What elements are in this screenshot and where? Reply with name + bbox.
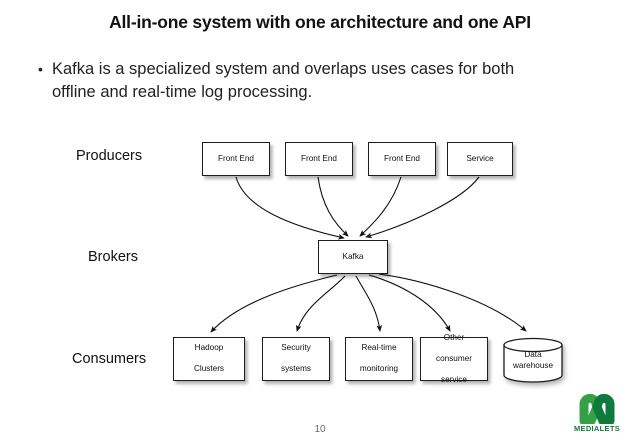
node-producer-front-end-2[interactable]: Front End bbox=[285, 142, 353, 176]
node-consumer-data-warehouse[interactable]: Data warehouse bbox=[503, 337, 563, 383]
node-label: Front End bbox=[301, 153, 337, 163]
node-label-line-2: monitoring bbox=[359, 364, 399, 374]
node-consumer-real-time-monitoring[interactable]: Real-time monitoring bbox=[345, 337, 413, 381]
edge-kafka-to-otherconsumer bbox=[368, 274, 451, 332]
node-producer-front-end-1[interactable]: Front End bbox=[202, 142, 270, 176]
edge-kafka-to-realtime bbox=[355, 275, 383, 332]
node-producer-service[interactable]: Service bbox=[447, 142, 513, 176]
node-label: Security systems bbox=[277, 343, 315, 375]
node-label: Hadoop Clusters bbox=[190, 343, 228, 375]
node-label-line-2: Clusters bbox=[193, 364, 225, 374]
node-label: Front End bbox=[218, 153, 254, 163]
page-title: All-in-one system with one architecture … bbox=[109, 12, 531, 32]
brand-logo: MEDIALETS bbox=[566, 393, 628, 436]
bullet-text: Kafka is a specialized system and overla… bbox=[52, 60, 515, 101]
edge-kafka-to-security bbox=[295, 275, 346, 332]
node-label-line-2: warehouse bbox=[512, 360, 554, 370]
bullet-list-item: • Kafka is a specialized system and over… bbox=[38, 58, 598, 104]
node-label: Other consumer service bbox=[432, 333, 476, 386]
node-label-line-2: consumer bbox=[436, 353, 472, 363]
node-label-line-3: service bbox=[441, 374, 467, 384]
node-label: Kafka bbox=[342, 251, 364, 261]
node-label-line-1: Hadoop bbox=[194, 343, 224, 353]
database-cylinder-icon bbox=[503, 337, 563, 383]
row-label-producers: Producers bbox=[76, 148, 143, 164]
node-label-line-1: Security bbox=[281, 343, 311, 353]
node-label-line-2: systems bbox=[280, 364, 312, 374]
node-label-line-1: Real-time bbox=[361, 343, 397, 353]
edge-service-to-kafka bbox=[365, 176, 480, 239]
edge-kafka-to-datawarehouse bbox=[378, 273, 527, 332]
row-label-brokers: Brokers bbox=[88, 249, 138, 265]
edge-frontend3-to-kafka bbox=[359, 176, 402, 237]
node-label: Data warehouse bbox=[503, 350, 563, 371]
node-consumer-security-systems[interactable]: Security systems bbox=[262, 337, 330, 381]
node-label: Real-time monitoring bbox=[356, 343, 402, 375]
node-label: Service bbox=[466, 153, 494, 163]
node-producer-front-end-3[interactable]: Front End bbox=[368, 142, 436, 176]
node-label: Front End bbox=[384, 153, 420, 163]
node-label-line-1: Other bbox=[443, 332, 465, 342]
row-label-consumers: Consumers bbox=[72, 351, 147, 367]
edge-kafka-to-hadoop bbox=[210, 274, 338, 333]
edge-frontend1-to-kafka bbox=[235, 176, 345, 240]
node-consumer-other-consumer-service[interactable]: Other consumer service bbox=[420, 333, 488, 384]
medialets-m-logo-icon bbox=[579, 393, 615, 426]
node-broker-kafka[interactable]: Kafka bbox=[318, 240, 388, 274]
node-label-line-1: Data bbox=[524, 350, 542, 359]
node-consumer-hadoop-clusters[interactable]: Hadoop Clusters bbox=[173, 337, 245, 381]
page-number: 10 bbox=[314, 424, 326, 435]
brand-wordmark: MEDIALETS bbox=[573, 424, 621, 433]
edge-frontend2-to-kafka bbox=[317, 176, 349, 237]
bullet-point-icon: • bbox=[38, 61, 43, 77]
